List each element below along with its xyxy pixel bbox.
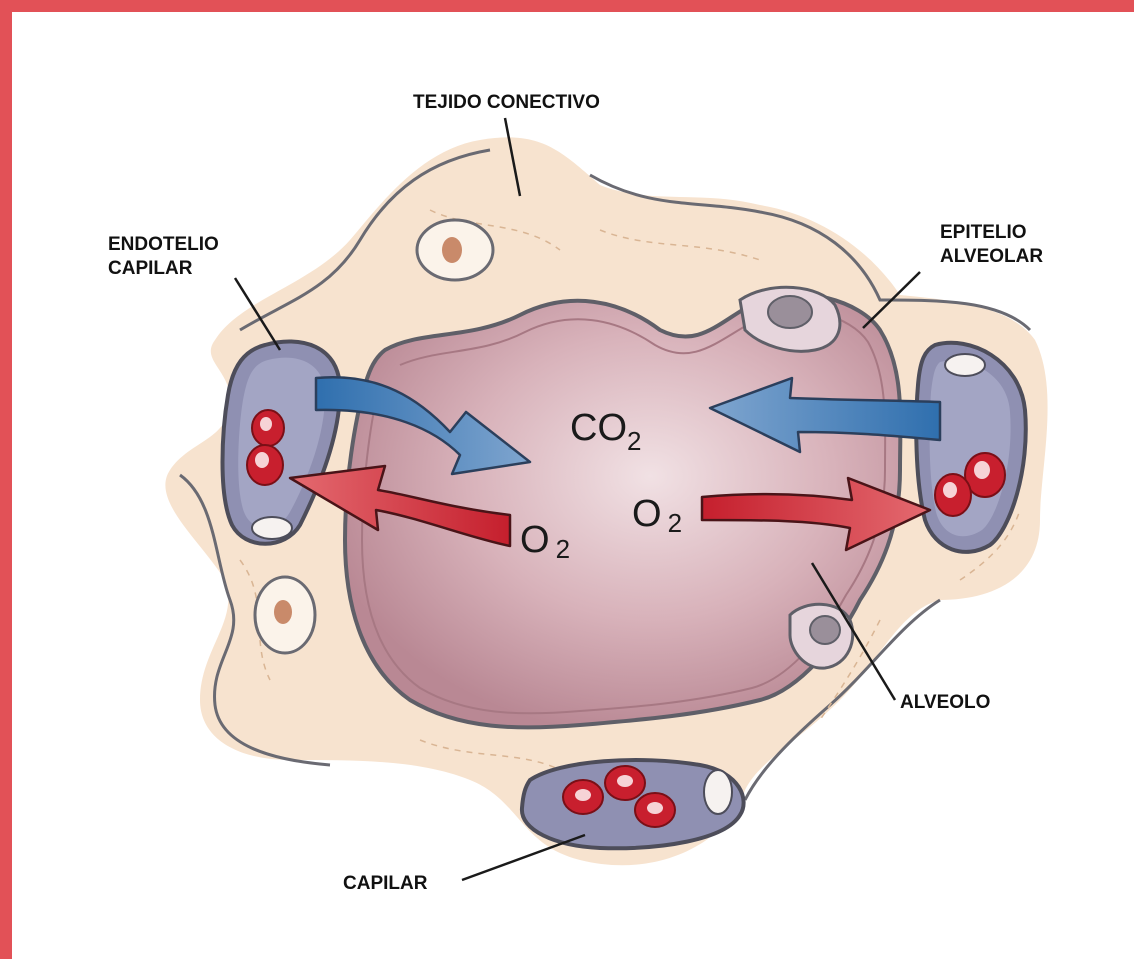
- label-connective-tissue: TEJIDO CONECTIVO: [413, 92, 600, 113]
- label-endothelium-line1: ENDOTELIO: [108, 234, 219, 255]
- fibroblast-cell-left: [255, 577, 315, 653]
- label-capillary: CAPILAR: [343, 873, 428, 894]
- label-alveolus: ALVEOLO: [900, 692, 990, 713]
- label-epithelium-line2: ALVEOLAR: [940, 246, 1043, 267]
- capillary-right: [916, 343, 1026, 552]
- leader-capillary: [462, 835, 585, 880]
- label-endothelium-line2: CAPILAR: [108, 258, 193, 279]
- label-epithelium-line1: EPITELIO: [940, 222, 1027, 243]
- fibroblast-cell-top: [417, 220, 493, 280]
